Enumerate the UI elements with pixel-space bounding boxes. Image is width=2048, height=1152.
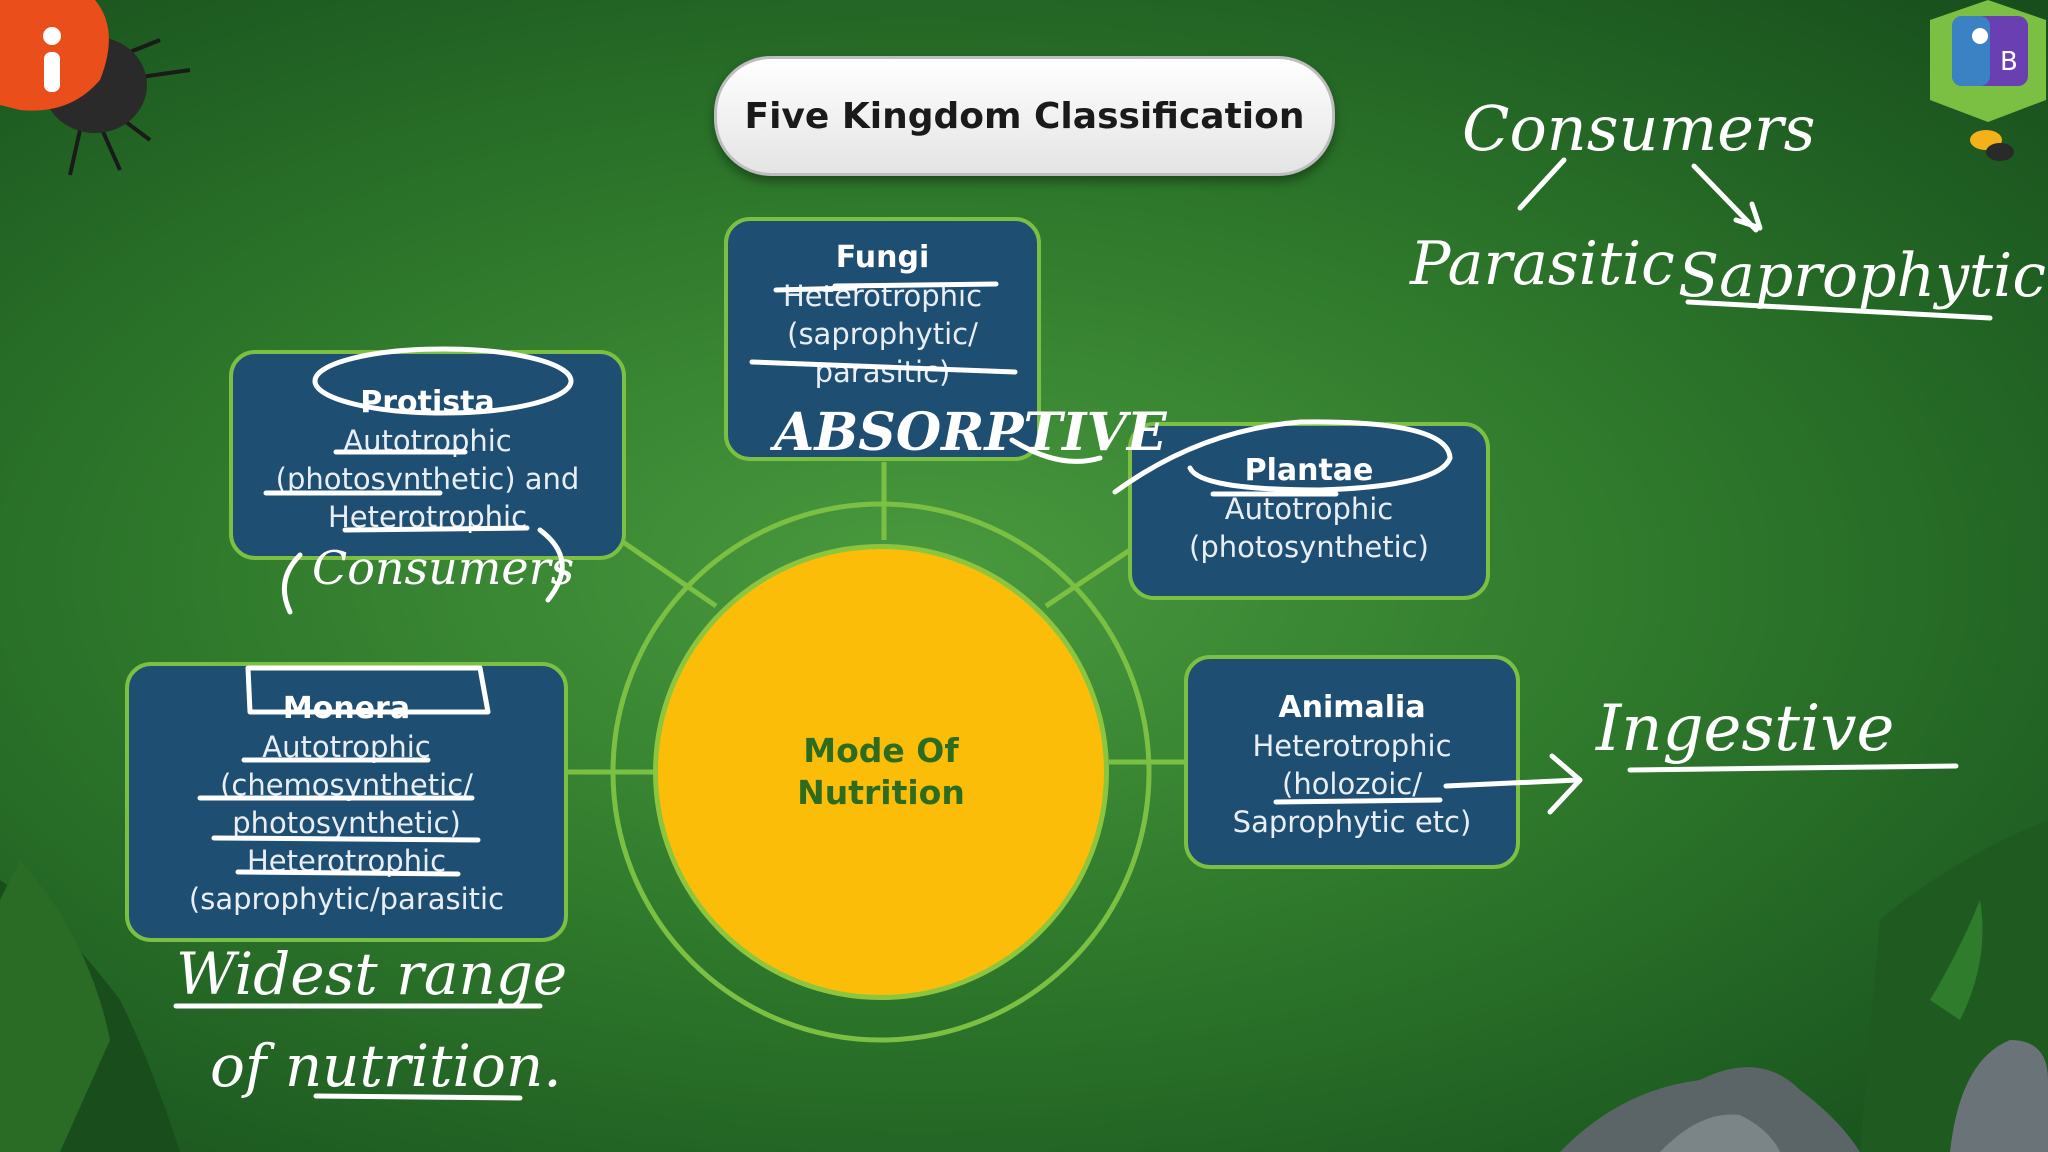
kingdom-box-fungi: Fungi Heterotrophic (saprophytic/ parasi… <box>724 217 1041 461</box>
kingdom-line: (photosynthetic) <box>1189 530 1429 564</box>
kingdom-line: Saprophytic etc) <box>1232 805 1472 839</box>
page-title: Five Kingdom Classification <box>714 56 1335 176</box>
kingdom-line: Autotrophic <box>1224 492 1394 526</box>
annotation-widest-range: Widest range <box>176 940 567 1008</box>
annotation-saprophytic: Saprophytic <box>1678 241 2046 311</box>
badge-icon: B <box>1930 0 2046 161</box>
annotation-consumers: Consumers <box>1462 92 1815 165</box>
kingdom-line: Heterotrophic <box>1252 729 1452 763</box>
annotation-ingestive: Ingestive <box>1595 692 1894 766</box>
kingdom-line: (holozoic/ <box>1282 767 1422 801</box>
kingdom-name-plantae: Plantae <box>1244 453 1374 488</box>
kingdom-line: (saprophytic/ <box>787 317 978 351</box>
kingdom-name-animalia: Animalia <box>1278 690 1426 725</box>
ladybug-icon <box>0 0 191 176</box>
kingdom-box-animalia: Animalia Heterotrophic (holozoic/ Saprop… <box>1184 655 1520 869</box>
brand-badge: B <box>1928 0 2048 180</box>
center-label: Mode Of Nutrition <box>797 731 965 812</box>
svg-text:B: B <box>2000 47 2018 77</box>
kingdom-line: photosynthetic) <box>232 806 461 840</box>
kingdom-box-plantae: Plantae Autotrophic (photosynthetic) <box>1128 422 1490 600</box>
kingdom-name-monera: Monera <box>282 691 411 726</box>
kingdom-box-monera: Monera Autotrophic (chemosynthetic/ phot… <box>125 662 568 942</box>
annotation-protista-consumers: Consumers <box>312 541 574 595</box>
ladybug-logo <box>0 0 200 190</box>
kingdom-line: (saprophytic/parasitic <box>188 882 505 916</box>
annotation-absorptive: ABSORPTIVE <box>769 402 1168 463</box>
kingdom-box-protista: Protista Autotrophic (photosynthetic) an… <box>229 350 626 560</box>
center-node: Mode Of Nutrition <box>653 544 1109 1000</box>
annotation-parasitic: Parasitic <box>1409 229 1675 299</box>
kingdom-line: (photosynthetic) and <box>275 462 580 496</box>
annotation-of-nutrition: of nutrition. <box>210 1032 562 1100</box>
kingdom-line: parasitic) <box>814 355 951 389</box>
kingdom-name-fungi: Fungi <box>835 240 930 275</box>
